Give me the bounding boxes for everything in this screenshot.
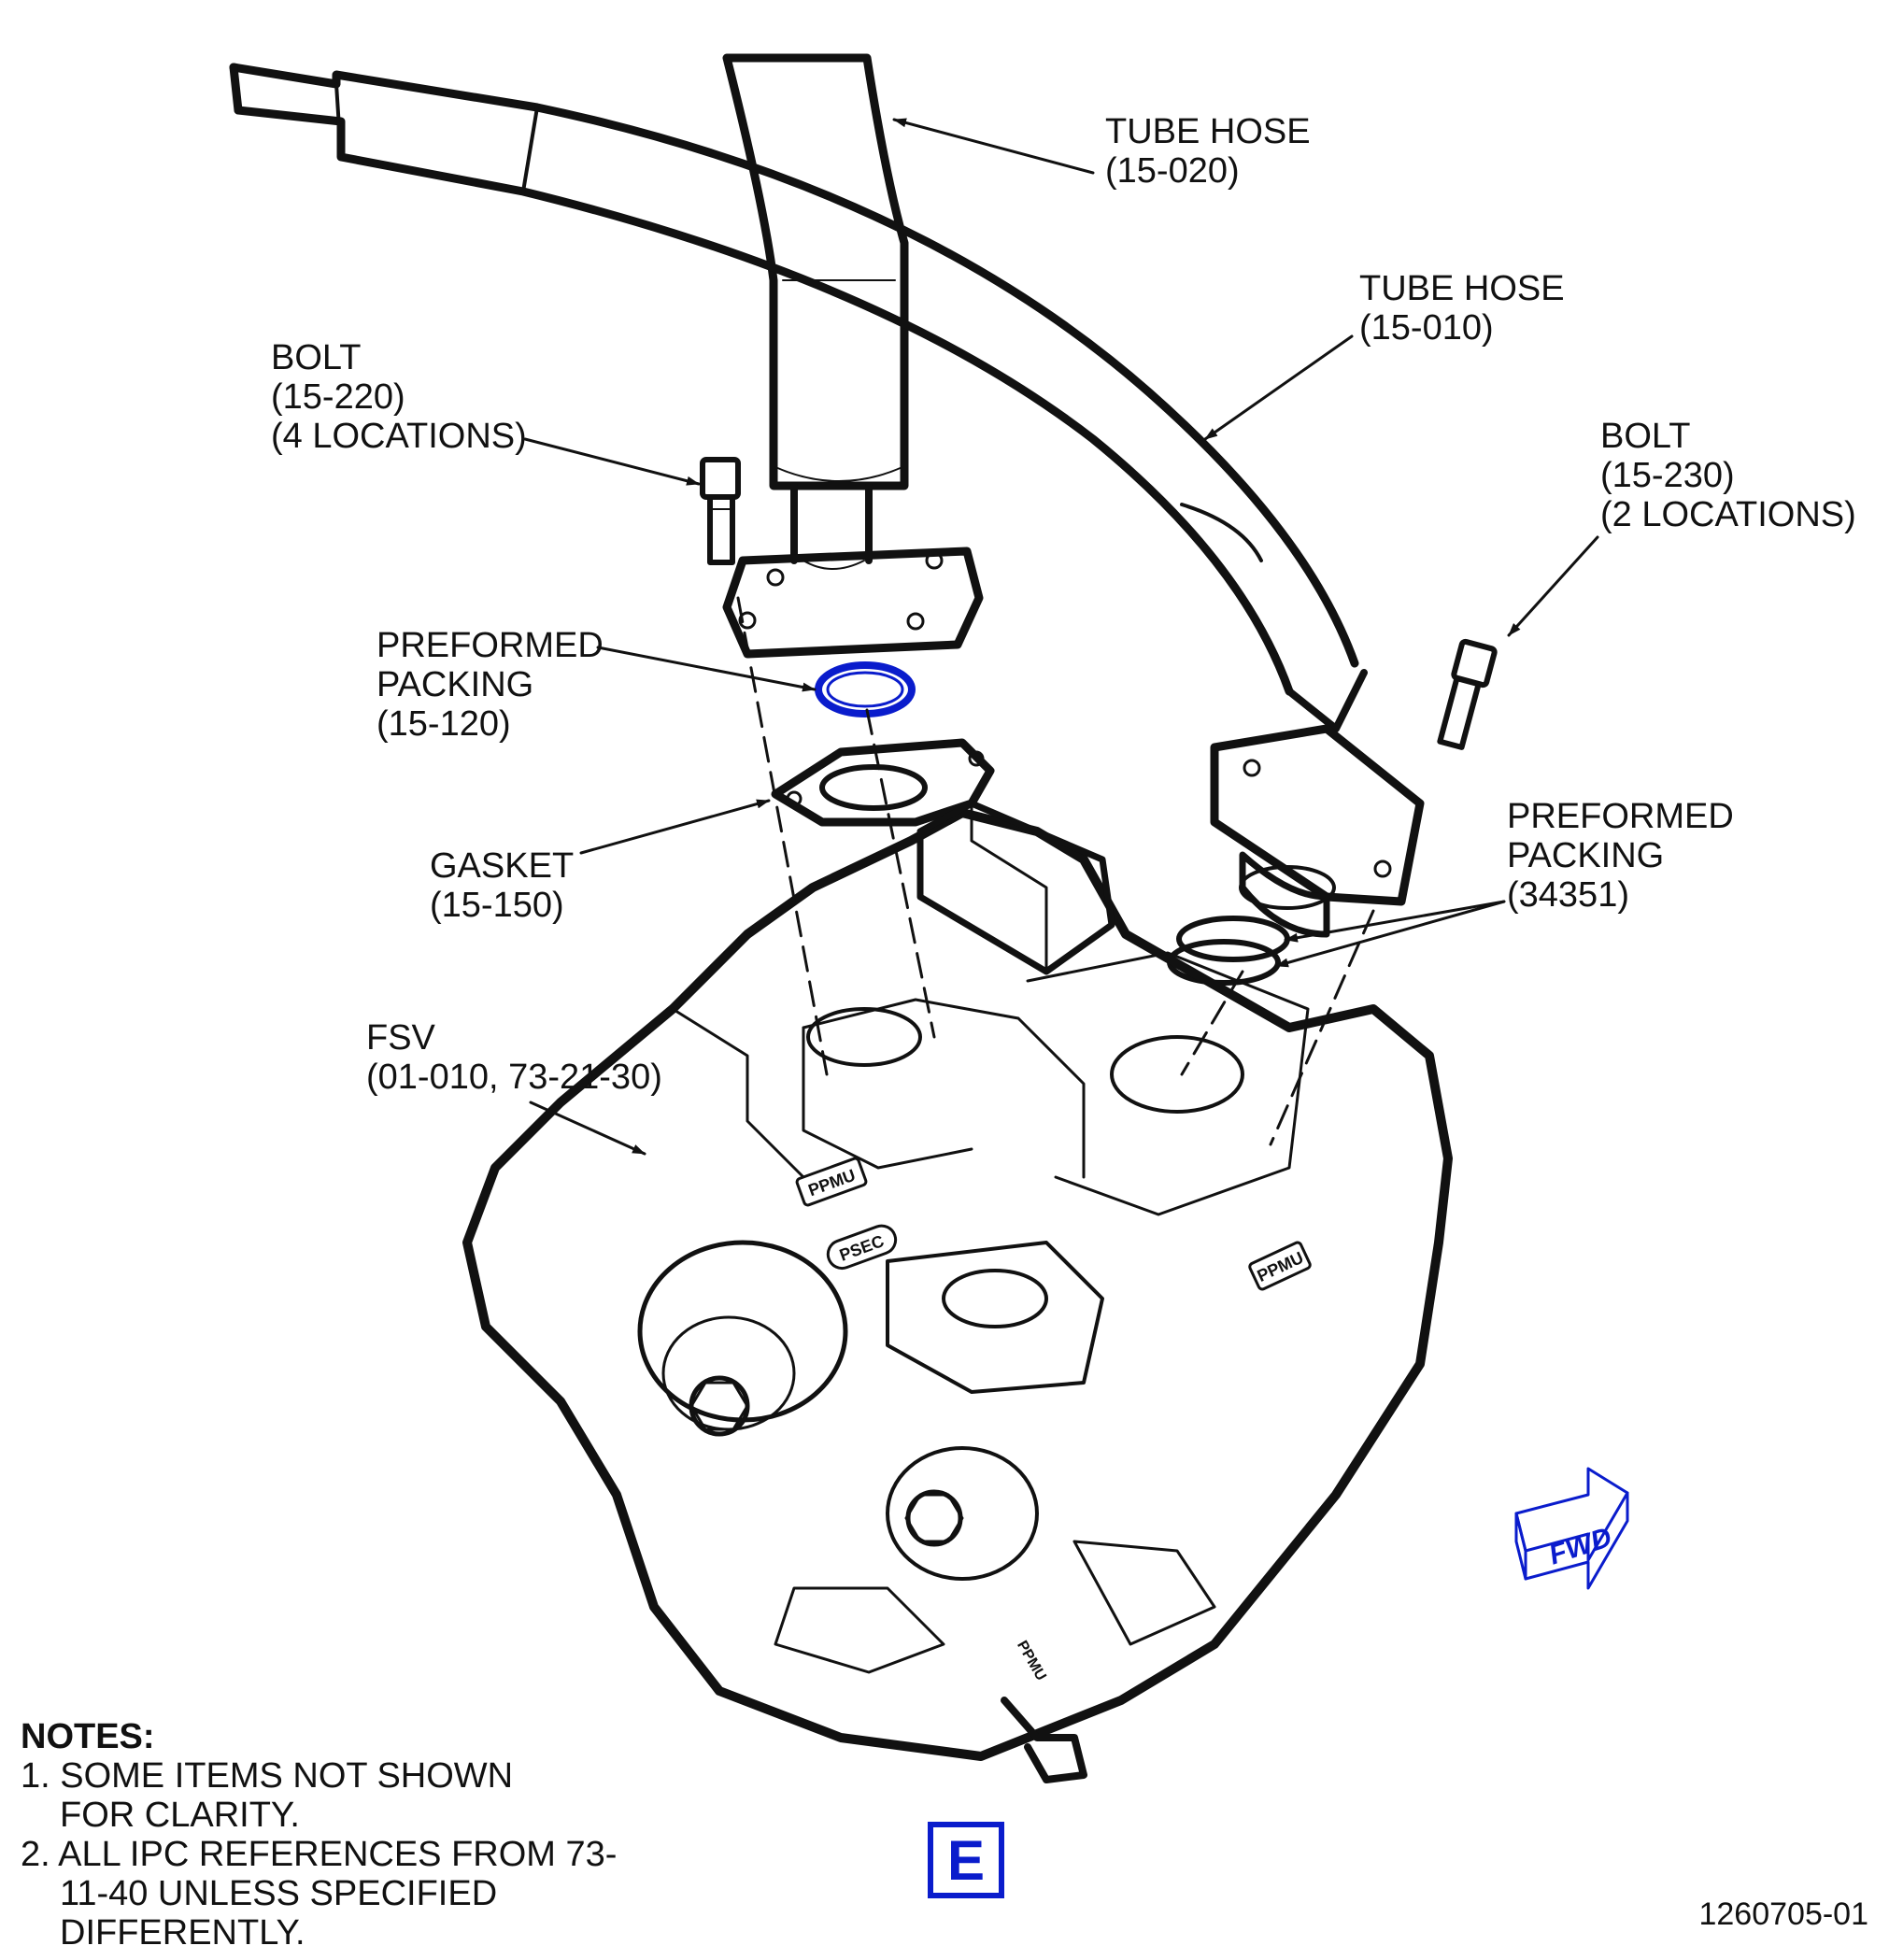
label-line1: PREFORMED — [376, 626, 604, 665]
psec-tag — [826, 1224, 898, 1271]
label-ref: (15-010) — [1359, 308, 1494, 348]
label-tube-hose-15-020: TUBE HOSE (15-020) — [1105, 112, 1311, 191]
ppmu-tag-1 — [795, 1157, 868, 1207]
preformed-packing-15-120 — [815, 661, 916, 717]
label-qty: (2 LOCATIONS) — [1600, 495, 1856, 534]
bolt-15-220 — [700, 457, 741, 565]
label-ref: (15-120) — [376, 704, 511, 744]
label-tube-hose-15-010: TUBE HOSE (15-010) — [1359, 269, 1565, 348]
label-qty: (4 LOCATIONS) — [271, 417, 527, 456]
ppmu-tag-2 — [1248, 1241, 1312, 1291]
tube-hose-15-020 — [722, 53, 984, 659]
right-hose-flange — [1210, 724, 1425, 938]
bolt-15-230 — [1437, 638, 1498, 750]
label-name: TUBE HOSE — [1359, 269, 1565, 308]
label-name: BOLT — [1600, 417, 1691, 456]
label-preformed-packing-34351: PREFORMED PACKING (34351) — [1507, 797, 1734, 915]
label-bolt-15-220: BOLT (15-220) (4 LOCATIONS) — [271, 338, 527, 456]
label-name: GASKET — [430, 846, 575, 886]
label-line1: PREFORMED — [1507, 797, 1734, 836]
notes-title: NOTES: — [21, 1717, 155, 1756]
ppmu-marking-3: PPMU — [1014, 1638, 1049, 1683]
label-ref: (34351) — [1507, 875, 1629, 915]
fsv-component-box — [916, 800, 1115, 975]
notes-block: NOTES: 1. SOME ITEMS NOT SHOWN FOR CLARI… — [21, 1717, 620, 1953]
note-2: 2. ALL IPC REFERENCES FROM 73-11-40 UNLE… — [21, 1835, 618, 1953]
label-line2: PACKING — [376, 665, 534, 704]
label-bolt-15-230: BOLT (15-230) (2 LOCATIONS) — [1600, 417, 1856, 534]
label-ref: (15-230) — [1600, 456, 1735, 495]
label-preformed-packing-15-120: PREFORMED PACKING (15-120) — [376, 626, 604, 744]
label-ref: (15-150) — [430, 886, 564, 925]
label-ref: (15-020) — [1105, 151, 1240, 191]
view-letter: E — [946, 1828, 986, 1892]
label-fsv: FSV (01-010, 73-21-30) — [366, 1018, 662, 1097]
view-letter-box: E — [928, 1822, 1004, 1898]
label-gasket-15-150: GASKET (15-150) — [430, 846, 574, 925]
fsv-body — [462, 808, 1453, 1783]
label-line2: PACKING — [1507, 836, 1665, 875]
note-1: 1. SOME ITEMS NOT SHOWN FOR CLARITY. — [21, 1756, 514, 1835]
label-ref: (15-220) — [271, 377, 405, 417]
label-name: BOLT — [271, 338, 362, 377]
forward-arrow-icon — [1514, 1467, 1629, 1590]
gasket-15-150 — [771, 738, 995, 827]
tube-hose-15-010 — [229, 63, 1368, 732]
leader-lines — [523, 118, 1599, 1156]
figure-number: 1260705-01 — [1698, 1896, 1868, 1932]
label-name: TUBE HOSE — [1105, 112, 1311, 151]
label-name: FSV — [366, 1018, 435, 1058]
label-ref: (01-010, 73-21-30) — [366, 1058, 662, 1097]
